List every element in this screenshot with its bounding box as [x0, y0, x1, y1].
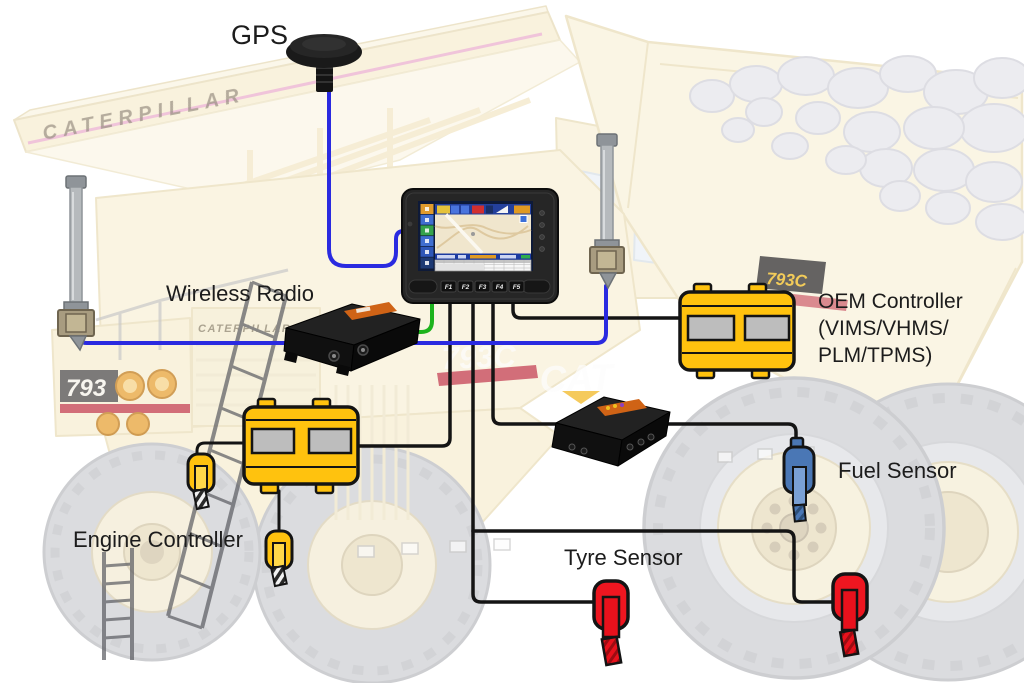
left-antenna-icon — [57, 175, 95, 352]
radio-label-sticker — [344, 302, 397, 320]
fuel-sensor-label: Fuel Sensor — [838, 458, 957, 483]
gps-antenna-icon — [286, 34, 362, 92]
oem-controller-label-line1: OEM Controller — [818, 290, 963, 313]
bed-model-text: 793C — [766, 269, 809, 291]
tyre-sensor-right-icon — [831, 572, 869, 658]
screen-sidebar-buttons — [420, 204, 434, 269]
map-marker-icon — [519, 215, 528, 223]
fuel-sensor-icon — [782, 436, 816, 523]
f-key-label: F1 — [445, 284, 453, 291]
f-key-label: F3 — [479, 284, 487, 291]
oem-controller-label: OEM Controller (VIMS/VHMS/ PLM/TPMS) — [818, 288, 963, 369]
engine-controller-label: Engine Controller — [73, 527, 243, 552]
gps-label: GPS — [231, 20, 289, 50]
wireless-radio-label: Wireless Radio — [166, 281, 314, 306]
bezel-speaker-left — [408, 279, 438, 294]
wire-branch-right-tyre-sensor — [471, 529, 835, 604]
function-keys: F1 F2 F3 F4 F5 — [440, 280, 525, 293]
wireless-radio-device — [283, 302, 421, 376]
wire-display-tyre-sensors — [471, 300, 596, 604]
engine-controller-icon — [242, 397, 360, 495]
wire-gps-display-blue — [327, 86, 411, 268]
signal-strength-icon — [496, 205, 508, 213]
rock-load — [689, 55, 1024, 241]
display-unit: F1 F2 F3 F4 F5 — [401, 188, 559, 304]
wire-display-oem-controller — [511, 300, 683, 320]
tyre-sensor-label: Tyre Sensor — [564, 545, 683, 570]
right-antenna-icon — [589, 133, 625, 290]
interface-module-device — [551, 396, 671, 467]
oem-controller-label-line2: (VIMS/VHMS/ — [818, 317, 949, 340]
f-key-label: F5 — [513, 284, 521, 291]
f-key-label: F2 — [462, 284, 470, 291]
engine-sensor-1-icon — [186, 452, 216, 511]
engine-sensor-2-icon — [264, 529, 294, 588]
oem-controller-icon — [678, 282, 796, 380]
tyre-sensor-left-icon — [592, 579, 630, 667]
screen-statusbar — [435, 253, 531, 260]
module-label-sticker — [597, 399, 647, 416]
front-model-text: 793 — [66, 375, 107, 402]
bezel-speaker-right — [521, 279, 551, 294]
bezel-side-buttons — [539, 210, 545, 252]
bezel-camera-dot — [407, 221, 413, 227]
oem-controller-label-line3: PLM/TPMS) — [818, 344, 933, 367]
screen-map — [434, 213, 532, 255]
screen-topbar — [435, 204, 531, 215]
wire-radio-display-green — [410, 299, 434, 334]
f-key-label: F4 — [496, 284, 504, 291]
grille-brand-text: CATERPILLAR — [198, 323, 291, 335]
wire-display-engine-controller — [357, 300, 452, 448]
headlights — [96, 369, 177, 436]
screen-data-table — [434, 259, 532, 272]
wire-engine-box-sensor1 — [195, 441, 247, 457]
